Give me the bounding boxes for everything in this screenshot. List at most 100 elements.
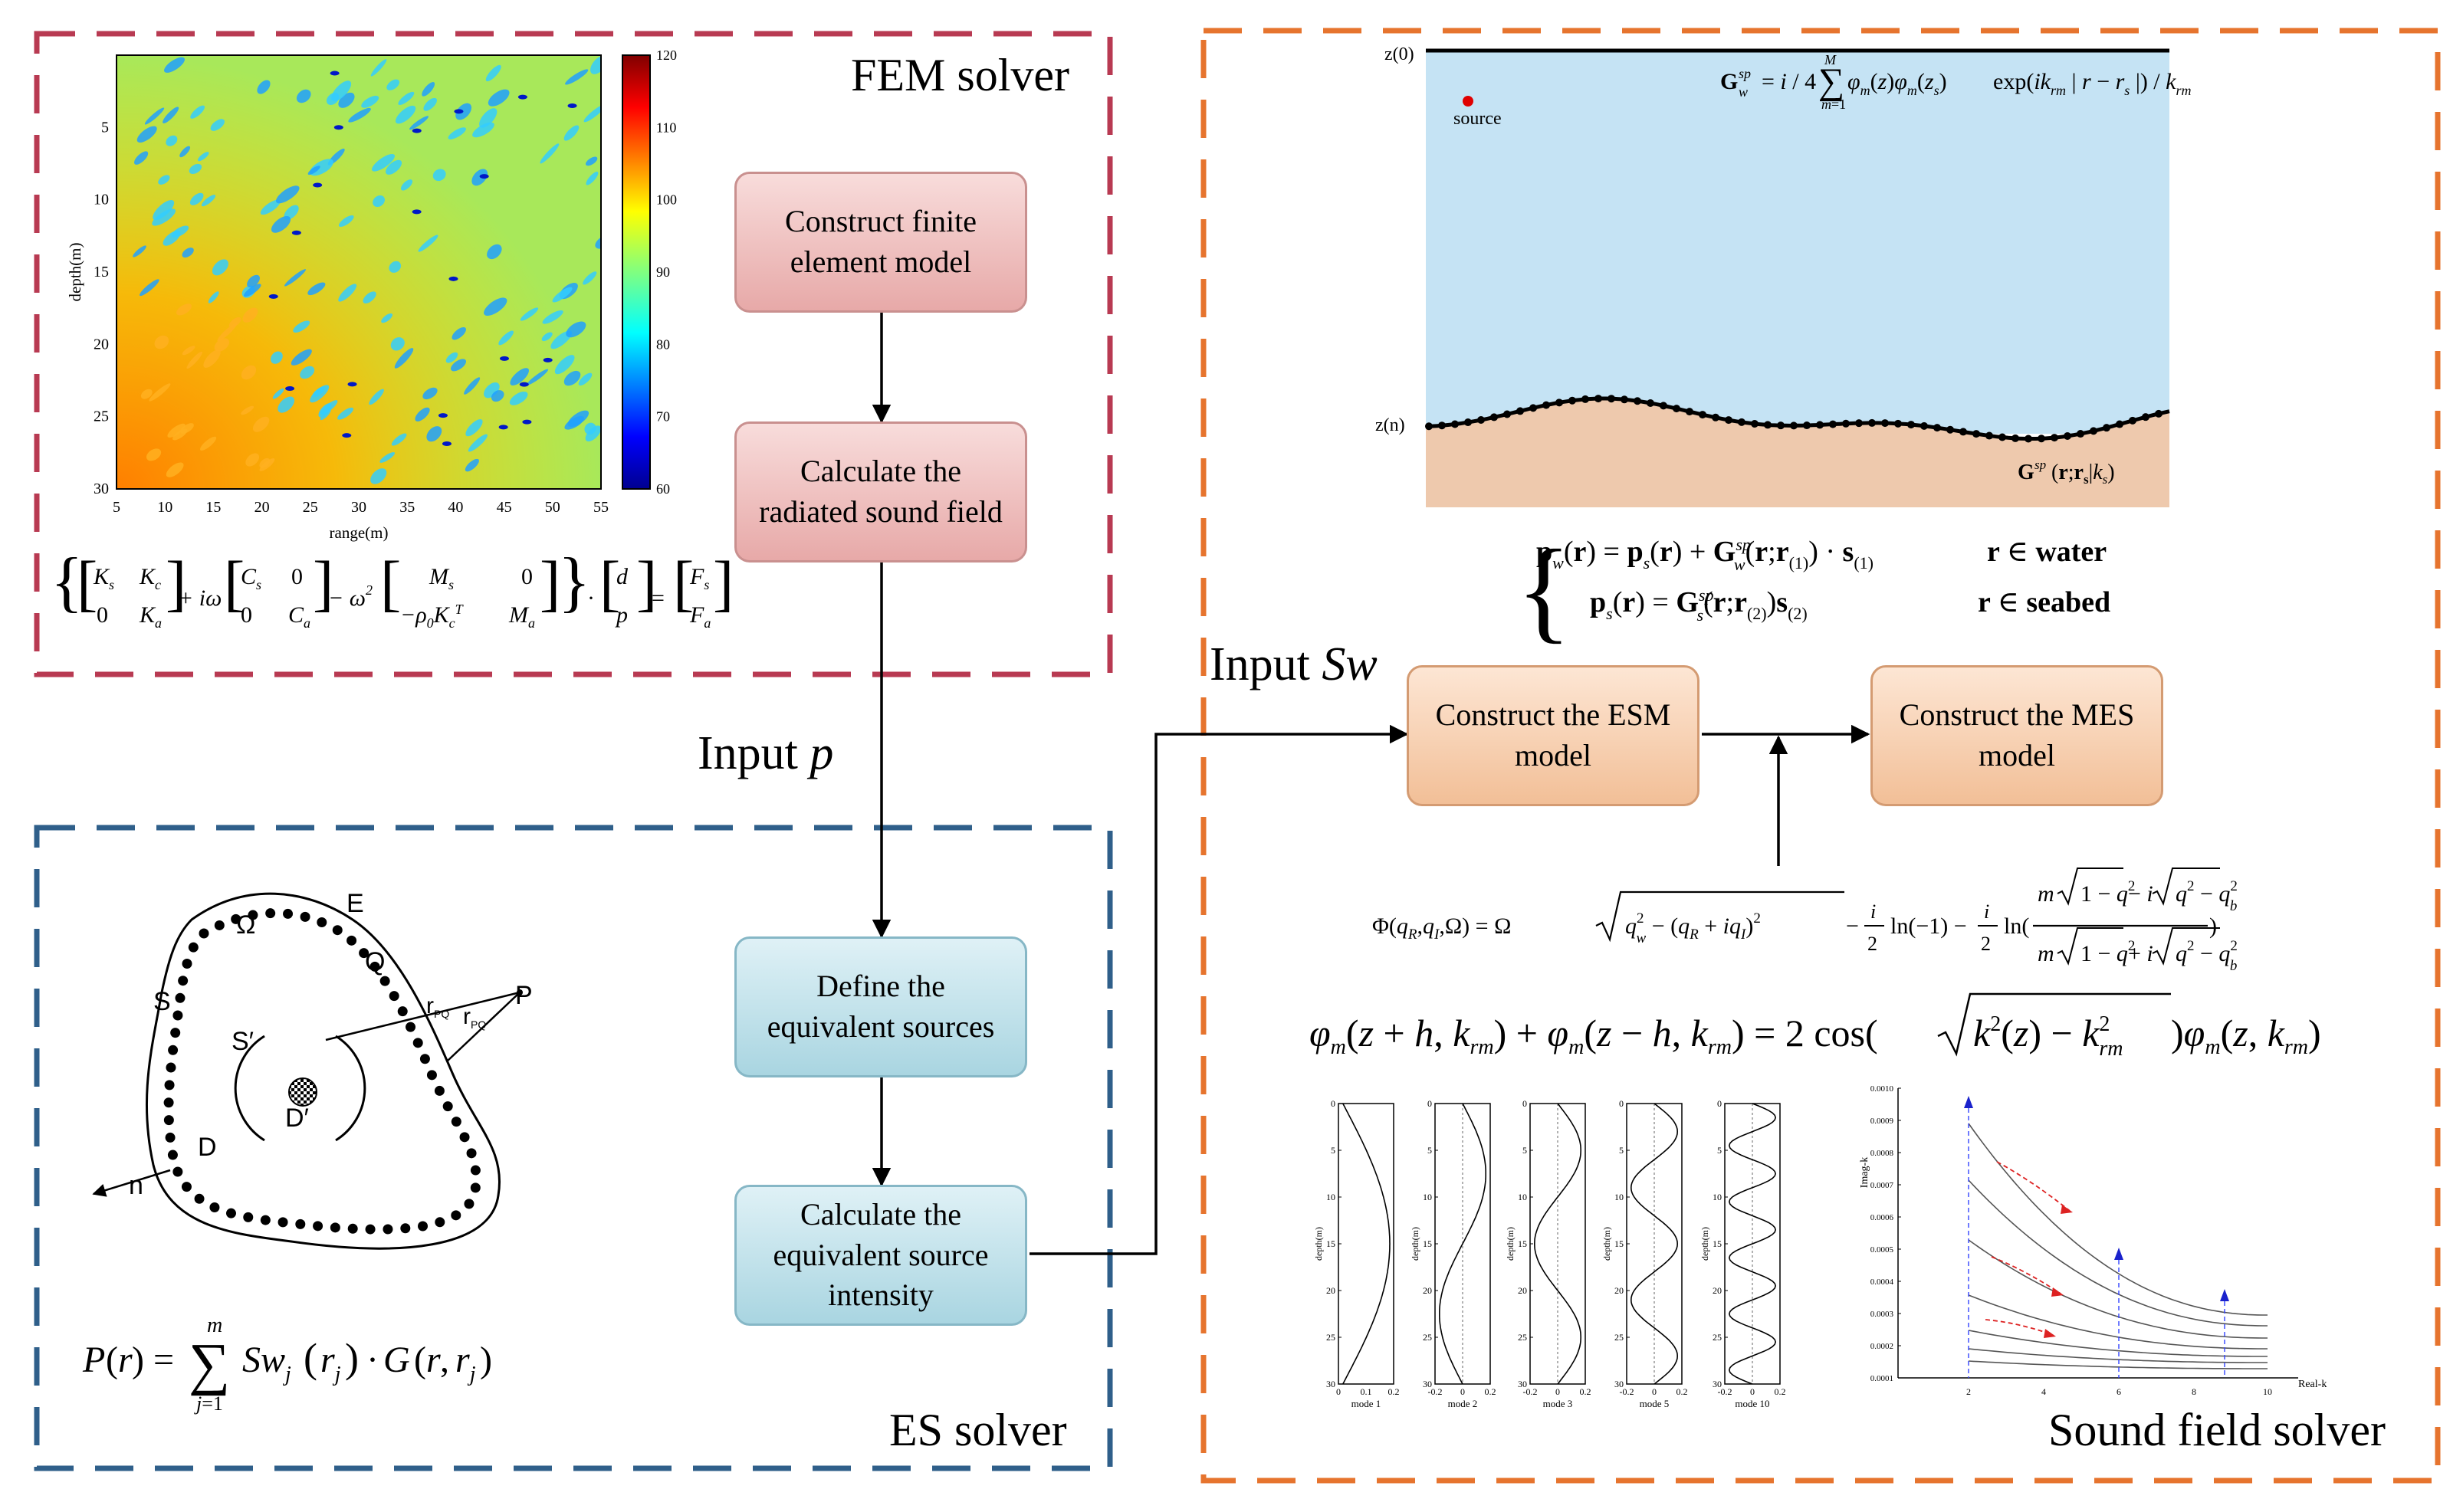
equivalent-source-dot <box>418 1221 429 1232</box>
svg-text:): ) <box>345 1335 359 1381</box>
mode-xtick: 0.2 <box>1775 1386 1786 1397</box>
mode-ytick: 20 <box>1326 1285 1335 1296</box>
heatmap-cell <box>342 433 352 438</box>
heatmap-cell <box>498 425 508 430</box>
svg-text:−ρ0KcT: −ρ0KcT <box>400 602 465 631</box>
heatmap-cell <box>210 119 225 131</box>
equivalent-source-dot <box>283 908 294 919</box>
input-p-label: Input p <box>698 730 833 777</box>
heatmap-cell <box>395 105 416 124</box>
heatmap-xtick: 15 <box>205 499 221 516</box>
heatmap-cell <box>270 351 283 364</box>
seabed-source-dot <box>1594 395 1602 403</box>
heatmap-cell <box>479 174 489 179</box>
equivalent-source-dot <box>412 1038 423 1048</box>
equivalent-source-dot <box>209 1202 220 1213</box>
svg-text:w: w <box>1739 84 1748 100</box>
heatmap-cell <box>144 107 165 125</box>
mode-curve <box>1439 1103 1486 1385</box>
seabed-source-dot <box>1529 404 1537 412</box>
mode-ytick: 20 <box>1423 1285 1432 1296</box>
heatmap-cell <box>241 365 257 380</box>
heatmap-cell <box>307 166 320 175</box>
heatmap-cell <box>190 105 205 119</box>
svg-text:(: ( <box>304 1335 317 1381</box>
equivalent-source-dot <box>300 911 310 922</box>
heatmap-cell <box>517 94 527 100</box>
heatmap-cell <box>182 248 194 258</box>
heatmap-cell <box>522 419 532 425</box>
equivalent-source-dot <box>369 961 380 972</box>
heatmap-cell <box>465 458 479 472</box>
svg-text:m=1: m=1 <box>1821 97 1846 112</box>
svg-text:rj: rj <box>320 1340 341 1386</box>
svg-text:(: ( <box>414 1340 426 1380</box>
mode-curve <box>1630 1103 1679 1385</box>
svg-text:sp: sp <box>2034 458 2046 472</box>
seabed-source-dot <box>2142 413 2149 421</box>
es-sketch-label: D′ <box>285 1104 309 1133</box>
seabed-source-dot <box>1490 413 1498 421</box>
heatmap-cell <box>330 71 340 76</box>
eigen-ytick: 0.0008 <box>1870 1149 1894 1158</box>
heatmap-cell <box>276 185 300 204</box>
heatmap-cell <box>164 57 186 73</box>
mode-xtick: 0 <box>1460 1386 1465 1397</box>
svg-text:−: − <box>1846 913 1859 939</box>
heatmap-cell <box>543 357 553 362</box>
heatmap-cell <box>432 169 446 182</box>
mode-ytick: 10 <box>1518 1192 1527 1202</box>
heatmap-cell <box>245 453 260 467</box>
svg-text:Swj: Swj <box>242 1340 291 1386</box>
mode-ytick: 5 <box>1717 1145 1722 1156</box>
equivalent-source-dot <box>383 1224 393 1235</box>
heatmap-cell <box>208 291 219 303</box>
svg-text:Fs: Fs <box>689 564 709 592</box>
svg-text:∑: ∑ <box>189 1332 230 1396</box>
mode-xtick: -0.2 <box>1428 1386 1443 1397</box>
heatmap-cell <box>347 382 357 387</box>
heatmap-cell <box>136 126 157 143</box>
equivalent-source-dot <box>332 925 343 936</box>
heatmap-cell <box>166 462 184 477</box>
heatmap-cell <box>454 109 464 114</box>
mode-curve <box>1533 1103 1582 1385</box>
heatmap-cell <box>379 452 396 463</box>
eigen-ytick: 0.0003 <box>1870 1310 1894 1319</box>
equivalent-source-dot <box>167 1150 178 1160</box>
svg-text:Ms: Ms <box>429 564 454 592</box>
mode-ytick: 20 <box>1518 1285 1527 1296</box>
heatmap-cell <box>370 468 387 484</box>
equivalent-source-dot <box>419 1054 430 1064</box>
construct-fem-box: Construct finite element model <box>734 172 1027 313</box>
svg-text:rj: rj <box>455 1340 476 1386</box>
eigen-ytick: 0.0007 <box>1870 1181 1894 1190</box>
seabed-source-dot <box>1542 401 1550 409</box>
seabed-source-dot <box>1608 395 1615 403</box>
svg-text:{: { <box>1516 526 1571 654</box>
heatmap-xtick: 45 <box>497 499 512 516</box>
mode-ytick: 10 <box>1614 1192 1624 1202</box>
heatmap-cell <box>199 436 217 451</box>
heatmap-xtick: 20 <box>255 499 270 516</box>
mode-ytick: 25 <box>1518 1332 1527 1343</box>
heatmap-cell <box>179 146 191 158</box>
seabed-source-dot <box>1438 421 1446 430</box>
seabed-source-dot <box>1946 425 1954 434</box>
eigen-ytick: 0.0005 <box>1870 1245 1894 1255</box>
heatmap-cell <box>293 320 310 333</box>
equivalent-source-dot <box>397 1006 408 1017</box>
heatmap-cell <box>386 159 402 175</box>
heatmap-cell <box>313 182 323 188</box>
heatmap-xtick: 25 <box>303 499 318 516</box>
mode-ytick: 0 <box>1619 1098 1624 1109</box>
colorbar-tick: 90 <box>656 264 670 280</box>
svg-text:]: ] <box>636 548 657 618</box>
heatmap-cell <box>563 125 580 141</box>
seabed-source-dot <box>1998 433 2006 441</box>
heatmap-cell <box>333 125 343 130</box>
mode-ytick: 0 <box>1331 1098 1335 1109</box>
mode-ytick: 25 <box>1713 1332 1722 1343</box>
seabed-source-dot <box>2011 434 2019 442</box>
